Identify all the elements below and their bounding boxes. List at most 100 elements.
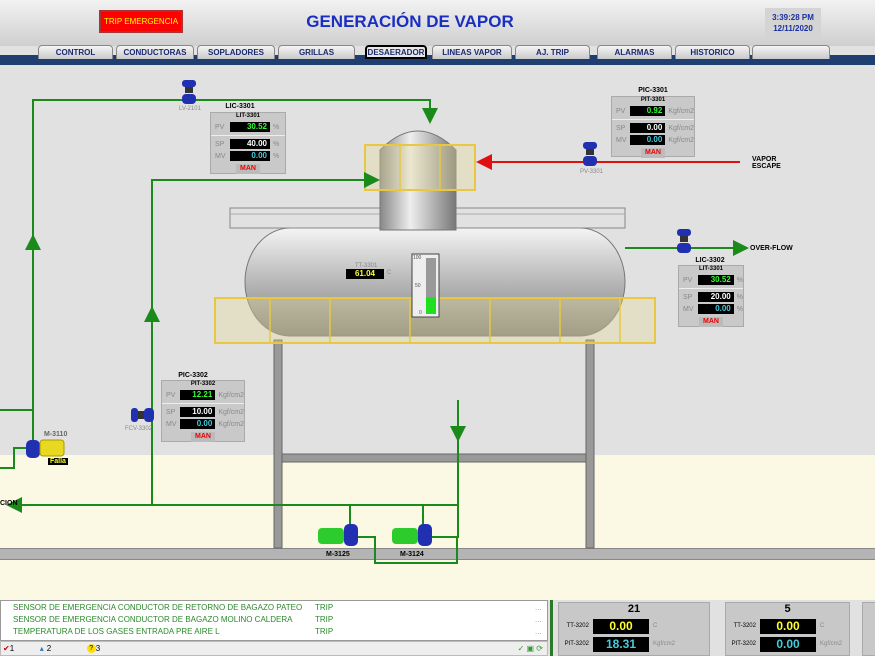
date: 12/11/2020 — [773, 24, 813, 33]
tt-unit: C — [653, 623, 658, 629]
alarm-state: TRIP — [315, 626, 334, 636]
sp-value[interactable]: 0.00 — [629, 123, 666, 133]
check-alarm-icon: ✔ — [3, 644, 10, 653]
dome-railing — [364, 144, 476, 191]
tab-historico[interactable]: HISTORICO — [675, 45, 750, 59]
warning-icon: ? — [86, 644, 96, 653]
count-2: 2 — [46, 644, 52, 653]
unit: Kgf/cm2 — [218, 391, 244, 399]
vapor-label: VAPOR — [752, 156, 777, 163]
tab-alarmas[interactable]: ALARMAS — [597, 45, 672, 59]
alarm-row[interactable]: TEMPERATURA DE LOS GASES ENTRADA PRE AIR… — [1, 625, 547, 637]
divider — [550, 600, 553, 656]
trip-emergency-button[interactable]: TRIP EMERGENCIA — [99, 10, 183, 33]
tab-aj-trip[interactable]: AJ. TRIP — [515, 45, 590, 59]
valve-fcv3302 — [131, 408, 154, 422]
unit: % — [273, 140, 280, 148]
pv-label: PV — [683, 276, 693, 284]
unit: % — [736, 293, 743, 301]
unit: % — [273, 152, 280, 160]
alarm-extra: ... — [535, 614, 542, 624]
level-fill — [426, 297, 436, 314]
page-title: GENERACIÓN DE VAPOR — [306, 12, 514, 31]
pv-label: PV — [166, 391, 176, 399]
unit: % — [736, 276, 743, 284]
process-diagram — [0, 80, 749, 564]
bell-icon: ▴ — [39, 644, 44, 653]
alarm-extra: ... — [535, 626, 542, 636]
pit-unit: Kgf/cm2 — [653, 641, 676, 647]
pv-value: 12.21 — [179, 390, 216, 400]
escape-label: ESCAPE — [752, 163, 781, 170]
alarm-text: TEMPERATURA DE LOS GASES ENTRADA PRE AIR… — [13, 626, 220, 636]
unit: Kgf/cm2 — [218, 408, 244, 416]
pv-label: PV — [616, 107, 626, 115]
tt-value: 0.00 — [593, 618, 649, 634]
pump-label-m3124: M-3124 — [400, 551, 424, 558]
tab-control[interactable]: CONTROL — [38, 45, 113, 59]
tt-value: 0.00 — [760, 618, 816, 634]
mode-button[interactable]: MAN — [191, 432, 215, 442]
pit-unit: Kgf/cm2 — [820, 641, 843, 647]
tab-grillas[interactable]: GRILLAS — [278, 45, 355, 59]
faceplate-tag: LIT-3301 — [698, 266, 723, 272]
gauge-tick-50: 50 — [415, 283, 421, 289]
unit: Kgf/cm2 — [668, 124, 694, 132]
measurement-panel-3-partial — [862, 602, 875, 656]
mv-value[interactable]: 0.00 — [230, 151, 270, 161]
stream-left-out: CION — [0, 500, 18, 507]
pit-label: PIT-3202 — [564, 641, 589, 647]
mv-label: MV — [215, 152, 226, 160]
tab-desaerador[interactable]: DESAERADOR — [365, 45, 427, 59]
sp-value[interactable]: 10.00 — [179, 407, 216, 417]
sp-value[interactable]: 40.00 — [230, 139, 270, 149]
pump-label-m3110: M-3110 — [44, 431, 68, 438]
stream-overflow: OVER-FLOW — [750, 245, 793, 252]
time: 3:39:28 PM — [772, 13, 814, 22]
pv-value: 30.52 — [697, 275, 734, 285]
count-3: 3 — [95, 644, 101, 653]
mv-value[interactable]: 0.00 — [179, 419, 216, 429]
faceplate-title-pic3301: PIC-3301 — [638, 87, 668, 94]
pv-value: 30.52 — [230, 122, 270, 132]
tab-conductoras[interactable]: CONDUCTORAS — [116, 45, 194, 59]
tab-sopladores[interactable]: SOPLADORES — [197, 45, 275, 59]
mode-button[interactable]: MAN — [641, 148, 665, 158]
pump-m3125 — [318, 524, 358, 546]
valve-label-pv3301: PV-3301 — [580, 169, 604, 175]
valve-lv3302 — [677, 229, 691, 253]
pump-m3124 — [392, 524, 432, 546]
ack-buttons[interactable]: ✓ ▣ ⟳ — [517, 644, 543, 653]
alarm-text: SENSOR DE EMERGENCIA CONDUCTOR DE RETORN… — [13, 602, 303, 612]
temp-tag: TT-3301 — [355, 263, 378, 269]
alarm-row[interactable]: SENSOR DE EMERGENCIA CONDUCTOR DE BAGAZO… — [1, 613, 547, 625]
tank-legs — [273, 339, 595, 549]
mv-value[interactable]: 0.00 — [629, 135, 666, 145]
gauge-tick-100: 100 — [413, 255, 422, 261]
count-1: 1 — [9, 644, 15, 653]
sp-value[interactable]: 20.00 — [697, 292, 734, 302]
mv-value[interactable]: 0.00 — [697, 304, 734, 314]
clock: 3:39:28 PM 12/11/2020 — [765, 8, 821, 38]
tab-blank[interactable] — [752, 45, 830, 59]
pump-label-m3125: M-3125 — [326, 551, 350, 558]
tab-lineas-vapor[interactable]: LINEAS VAPOR — [432, 45, 512, 59]
faceplate-tag: LIT-3301 — [235, 113, 260, 119]
mode-button[interactable]: MAN — [236, 164, 260, 174]
sp-label: SP — [683, 293, 693, 301]
mode-button[interactable]: MAN — [699, 317, 723, 327]
faceplate-title-lic3302: LIC-3302 — [695, 257, 725, 264]
tt-label: TT-3202 — [733, 623, 756, 629]
alarm-status-bar: ✔1 ▴2 ?3 ✓ ▣ ⟳ — [0, 641, 548, 656]
pit-value: 18.31 — [593, 636, 649, 652]
alarm-state: TRIP — [315, 602, 334, 612]
alarm-list[interactable]: SENSOR DE EMERGENCIA CONDUCTOR DE RETORN… — [0, 600, 548, 641]
alarm-row[interactable]: SENSOR DE EMERGENCIA CONDUCTOR DE RETORN… — [1, 601, 547, 613]
